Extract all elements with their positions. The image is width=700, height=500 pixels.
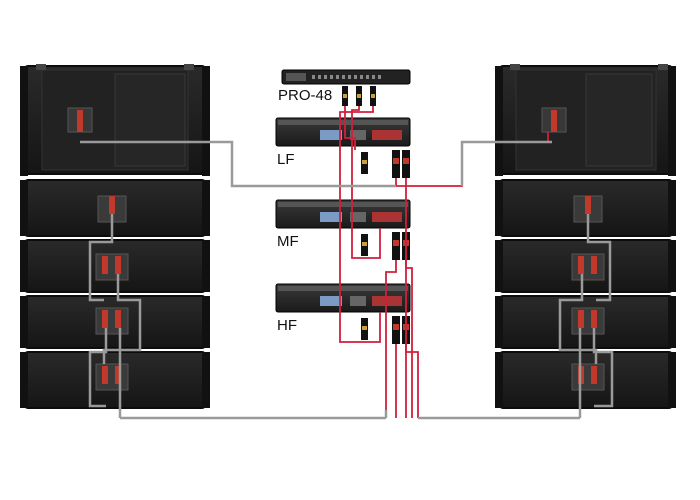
amp-lf-label: LF: [277, 151, 295, 168]
lf-plugs: [361, 150, 410, 178]
left-array-cabinet-4: [20, 351, 210, 409]
left-array-cabinet-2: [20, 239, 210, 293]
right-array-cabinet-4: [495, 351, 676, 409]
mf-plugs: [361, 232, 410, 260]
amp-hf-label: HF: [277, 317, 297, 334]
right-array-cabinet-1: [495, 179, 676, 237]
right-speaker-stack: [495, 64, 676, 409]
left-speaker-stack: [20, 64, 210, 409]
amp-mf-label: MF: [277, 233, 299, 250]
left-array-cabinet-3: [20, 295, 210, 349]
right-subwoofer-cabinet: [495, 64, 676, 176]
right-array-cabinet-3: [495, 295, 676, 349]
amplifier-lf: [275, 117, 411, 147]
left-subwoofer-cabinet: [20, 64, 210, 176]
right-array-cabinet-2: [495, 239, 676, 293]
processor-label: PRO-48: [278, 87, 333, 104]
speakon-connector-icon: [77, 110, 83, 132]
amplifier-hf: [275, 283, 411, 313]
amplifier-mf: [275, 199, 411, 229]
speaker-cables: [80, 140, 614, 420]
left-array-cabinet-1: [20, 179, 210, 237]
xlr-connector-icon: [342, 86, 376, 106]
processor-unit: [281, 69, 411, 106]
